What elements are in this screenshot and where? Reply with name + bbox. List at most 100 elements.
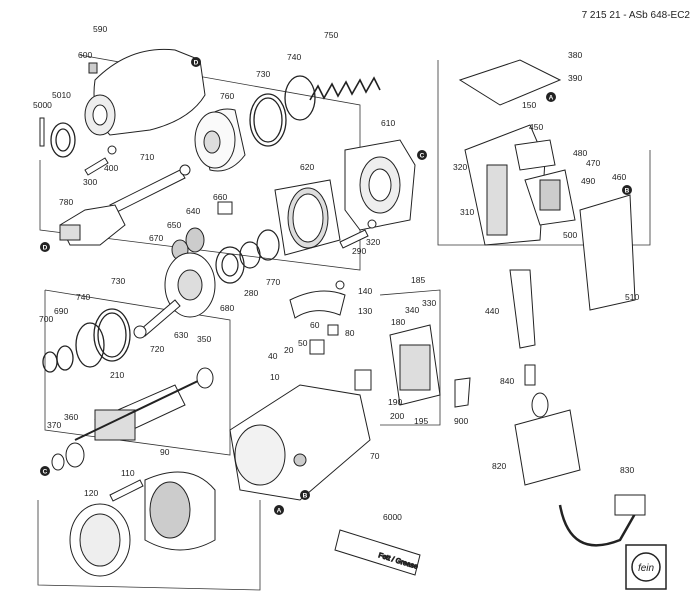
marker-circle: [191, 57, 201, 67]
grip: [509, 269, 536, 349]
marker-circle: [300, 490, 310, 500]
part-number-label: 200: [390, 411, 404, 421]
reference-markers: D D C C A A B B: [40, 57, 632, 515]
pin: [39, 117, 45, 147]
part-number-label: 150: [522, 100, 536, 110]
screw-110: [109, 479, 144, 502]
part-number-label: 770: [266, 277, 280, 287]
part-number-label: 780: [59, 197, 73, 207]
part-number-label: 660: [213, 192, 227, 202]
part-number-label: 710: [140, 152, 154, 162]
part-number-label: 280: [244, 288, 258, 298]
part-number-label: 40: [268, 351, 278, 361]
part-number-label: 680: [220, 303, 234, 313]
anvil: [59, 204, 126, 246]
reference-marker: A: [274, 505, 284, 515]
armature: [74, 367, 214, 441]
part-number-label: 730: [111, 276, 125, 286]
part-number-label: 310: [460, 207, 474, 217]
bearing-680: [215, 229, 280, 284]
part-number-label: 440: [485, 306, 499, 316]
rings-upper: [249, 75, 316, 147]
part-number-label: 830: [620, 465, 634, 475]
part-number-label: 290: [352, 246, 366, 256]
marker-letter: A: [549, 94, 554, 101]
reference-marker: D: [191, 57, 201, 67]
part-number-label: 90: [160, 447, 170, 457]
part-number-label: 690: [54, 306, 68, 316]
part-number-label: 490: [581, 176, 595, 186]
part-number-label: 670: [149, 233, 163, 243]
front-cap: [69, 503, 131, 577]
part-number-label: 600: [78, 50, 92, 60]
marker-circle: [622, 185, 632, 195]
marker-letter: D: [43, 244, 48, 251]
spring: [309, 76, 381, 101]
marker-letter: A: [277, 507, 282, 514]
side-handle: [579, 194, 636, 311]
grease-tube: Fett / Grease: [334, 529, 421, 576]
part-number-label: 390: [568, 73, 582, 83]
part-number-label: 300: [83, 177, 97, 187]
bearing-flange: [344, 139, 416, 231]
screw-300: [84, 145, 117, 176]
part-number-label: 380: [568, 50, 582, 60]
part-labels: 590 600 740 750 730 760 5010 5000 400 30…: [33, 24, 639, 522]
part-number-label: 820: [492, 461, 506, 471]
brush-cover: [289, 280, 346, 319]
plug: [614, 494, 646, 516]
part-number-label: 330: [422, 298, 436, 308]
brush-holders: [309, 324, 372, 391]
bolt-290: [339, 219, 377, 249]
part-number-label: 400: [104, 163, 118, 173]
part-number-label: 840: [500, 376, 514, 386]
power-cable: [558, 504, 642, 547]
part-number-label: 110: [121, 468, 135, 478]
planet-carrier: [133, 252, 216, 339]
part-number-label: 450: [529, 122, 543, 132]
logo-text: fein: [638, 563, 655, 574]
part-number-label: 80: [345, 328, 355, 338]
marker-circle: [40, 242, 50, 252]
planet-gears: [171, 201, 233, 261]
sleeve-840: [524, 364, 536, 386]
part-number-label: 650: [167, 220, 181, 230]
reference-marker: A: [546, 92, 556, 102]
part-number-label: 730: [256, 69, 270, 79]
gear-housing: [84, 48, 206, 136]
marker-letter: D: [194, 59, 199, 66]
part-number-label: 480: [573, 148, 587, 158]
part-number-label: 750: [324, 30, 338, 40]
part-number-label: 340: [405, 305, 419, 315]
part-number-label: 640: [186, 206, 200, 216]
switch-box: [514, 392, 581, 486]
seal-ring: [50, 122, 76, 158]
marker-letter: C: [420, 152, 425, 159]
fein-logo: fein: [625, 544, 667, 590]
cover-plate: [458, 59, 562, 106]
part-number-label: 5000: [33, 100, 52, 110]
part-number-label: 180: [391, 317, 405, 327]
document-id: 7 215 21 - ASb 648-EC2: [582, 10, 691, 21]
part-number-label: 370: [47, 420, 61, 430]
part-number-label: 360: [64, 412, 78, 422]
reference-marker: B: [622, 185, 632, 195]
part-number-label: 470: [586, 158, 600, 168]
part-number-label: 350: [197, 334, 211, 344]
marker-circle: [417, 150, 427, 160]
part-number-label: 620: [300, 162, 314, 172]
part-number-label: 130: [358, 306, 372, 316]
part-number-label: 5010: [52, 90, 71, 100]
part-number-label: 510: [625, 292, 639, 302]
marker-letter: B: [625, 187, 630, 194]
part-number-label: 120: [84, 488, 98, 498]
motor-housing: [229, 384, 371, 501]
part-number-label: 6000: [383, 512, 402, 522]
part-number-label: 195: [414, 416, 428, 426]
assembly-frames: [37, 54, 651, 591]
reference-marker: C: [40, 466, 50, 476]
marker-circle: [274, 505, 284, 515]
part-number-label: 760: [220, 91, 234, 101]
marker-letter: B: [303, 492, 308, 499]
